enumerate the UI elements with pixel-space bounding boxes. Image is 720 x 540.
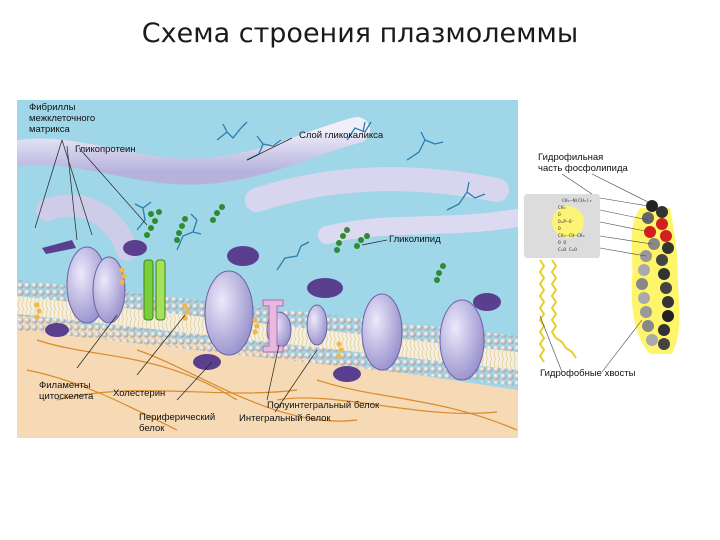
label-cytoskeleton: Филаменты цитоскелета: [39, 380, 93, 402]
label-glycocalyx: Слой гликокаликса: [299, 130, 383, 141]
formula-line: O=P–O⁻: [558, 219, 575, 225]
label-glycoprotein: Гликопротеин: [75, 144, 136, 155]
formula-line: CH₂: [558, 205, 566, 211]
page-title: Схема строения плазмолеммы: [0, 18, 720, 49]
formula-line: O O: [558, 240, 566, 246]
formula-line: CH₂–N(CH₃)₃: [562, 198, 592, 204]
formula-line: C=O C=O: [558, 247, 577, 253]
label-hydrophilic: Гидрофильная часть фосфолипида: [538, 152, 628, 174]
label-hydrophobic: Гидрофобные хвосты: [540, 368, 635, 379]
label-peripheral: Периферический белок: [139, 412, 215, 434]
label-fibrils: Фибриллы межклеточного матрикса: [29, 102, 95, 135]
label-cholesterol: Холестерин: [113, 388, 165, 399]
label-integral: Интегральный белок: [239, 413, 331, 424]
formula-line: O: [558, 212, 561, 218]
label-glycolipid: Гликолипид: [389, 234, 441, 245]
hydrophobic-tails-sketch: [540, 260, 576, 362]
formula-line: CH₂–CH–CH₂: [558, 233, 585, 239]
membrane-diagram: Фибриллы межклеточного матрикса Гликопро…: [17, 100, 518, 438]
formula-line: O: [558, 226, 561, 232]
label-semi-integral: Полуинтегральный белок: [267, 400, 379, 411]
